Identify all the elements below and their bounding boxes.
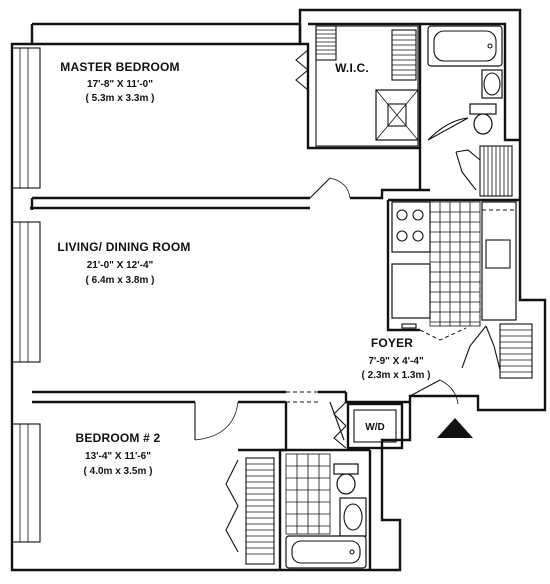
bedroom-2-dim-imperial: 13'-4" X 11'-6" <box>85 451 151 462</box>
shower-icon <box>375 89 419 141</box>
label-foyer: FOYER 7'-9" X 4'-4" ( 2.3m x 1.3m ) <box>362 336 431 381</box>
foyer-dim-metric: ( 2.3m x 1.3m ) <box>362 370 431 381</box>
closet-foyer <box>461 323 533 379</box>
wic-label: W.I.C. <box>335 61 369 75</box>
exterior-walls <box>10 8 547 572</box>
label-bedroom-2: BEDROOM # 2 13'-4" X 11'-6" ( 4.0m x 3.5… <box>76 431 161 477</box>
foyer-name: FOYER <box>371 336 413 350</box>
bath-2 <box>285 453 367 569</box>
bath-1 <box>375 25 503 141</box>
closet-bedroom2 <box>225 457 275 565</box>
master-bedroom-dim-metric: ( 5.3m x 3.3m ) <box>86 93 155 104</box>
wd-label: W/D <box>365 422 384 433</box>
closet-master <box>295 25 419 147</box>
living-dining-dim-imperial: 21'-0" X 12'-4" <box>87 260 154 271</box>
label-living-dining: LIVING/ DINING ROOM 21'-0" X 12'-4" ( 6.… <box>57 240 190 286</box>
foyer-dim-imperial: 7'-9" X 4'-4" <box>368 356 424 367</box>
washer-dryer <box>346 402 404 450</box>
label-master-bedroom: MASTER BEDROOM 17'-8" X 11'-0" ( 5.3m x … <box>60 60 179 104</box>
interior-walls <box>30 22 520 570</box>
doors <box>194 177 459 449</box>
master-bedroom-name: MASTER BEDROOM <box>60 60 179 74</box>
master-bedroom-dim-imperial: 17'-8" X 11'-0" <box>87 79 153 90</box>
kitchen <box>391 201 517 341</box>
toilet-icon-2 <box>333 463 359 495</box>
range-burners-icon <box>396 209 424 242</box>
closet-entry <box>455 145 513 197</box>
windows <box>11 47 41 543</box>
toilet-icon <box>469 103 497 135</box>
bedroom-2-name: BEDROOM # 2 <box>76 431 161 445</box>
entry-arrow-icon <box>437 418 473 438</box>
bathtub-icon <box>285 535 367 569</box>
living-dining-name: LIVING/ DINING ROOM <box>57 240 190 254</box>
living-dining-dim-metric: ( 6.4m x 3.8m ) <box>86 275 155 286</box>
bedroom-2-dim-metric: ( 4.0m x 3.5m ) <box>84 466 153 477</box>
